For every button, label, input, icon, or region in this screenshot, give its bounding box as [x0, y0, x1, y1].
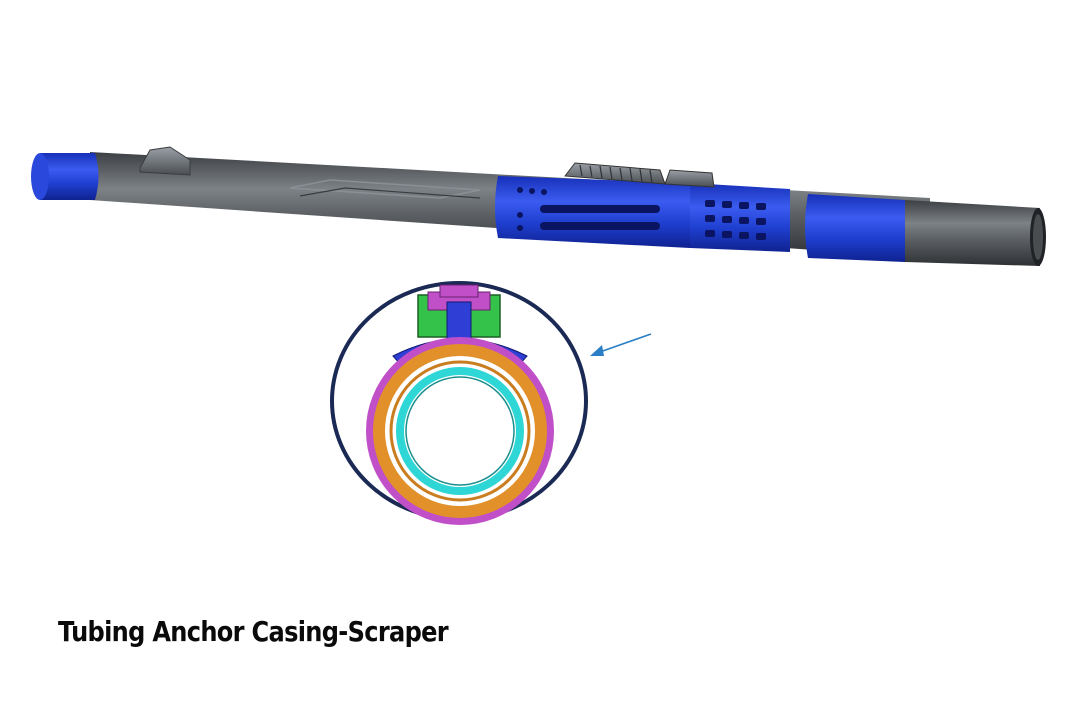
tubing-anchor-render [31, 146, 1046, 266]
cross-section-detail [330, 281, 588, 525]
pointer-arrow [590, 333, 652, 356]
image-caption: Tubing Anchor Casing-Scraper [58, 615, 449, 648]
